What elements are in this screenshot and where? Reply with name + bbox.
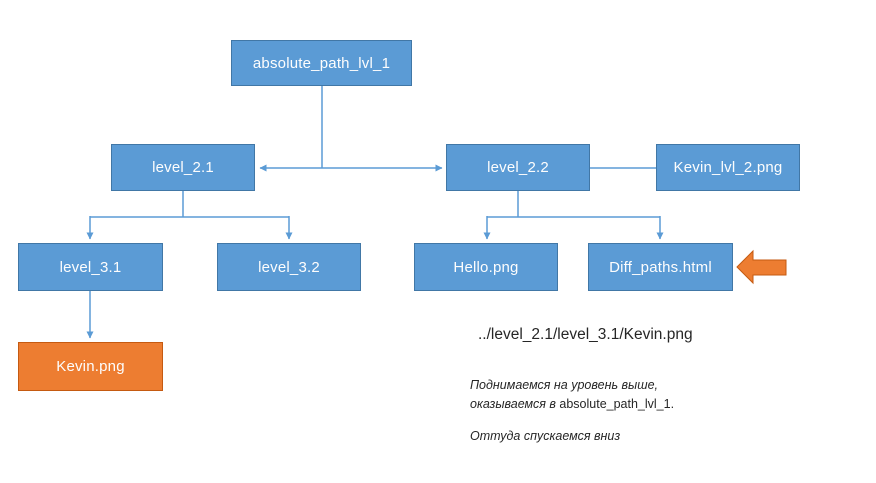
note-line-3: Оттуда спускаемся вниз [470,429,621,443]
node-label: level_2.1 [152,159,214,176]
node-label: level_3.2 [258,258,320,276]
note-line-2: оказываемся в absolute_path_lvl_1. [470,397,675,411]
node-hello-png: Hello.png [414,243,558,291]
relative-path-text: ../level_2.1/level_3.1/Kevin.png [478,326,693,343]
node-label: Diff_paths.html [609,258,712,276]
node-level-3-1: level_3.1 [18,243,163,291]
node-level-2-1: level_2.1 [111,144,255,191]
node-kevin-lvl-2-png: Kevin_lvl_2.png [656,144,800,191]
note-line-1: Поднимаемся на уровень выше, [470,378,659,392]
node-level-3-2: level_3.2 [217,243,361,291]
node-diff-paths-html: Diff_paths.html [588,243,733,291]
node-level-2-2: level_2.2 [446,144,590,191]
note-text: Поднимаемся на уровень выше, оказываемся… [470,376,674,446]
note-spacer [470,414,674,427]
node-label: Kevin.png [56,358,125,375]
node-absolute-path-lvl-1: absolute_path_lvl_1 [231,40,412,86]
node-label: Kevin_lvl_2.png [673,159,783,176]
node-label: absolute_path_lvl_1 [252,54,391,72]
left-block-arrow-icon [736,249,787,285]
node-label: level_2.2 [487,159,549,176]
node-label: level_3.1 [59,258,122,276]
node-kevin-png: Kevin.png [18,342,163,391]
node-label: Hello.png [453,258,519,276]
